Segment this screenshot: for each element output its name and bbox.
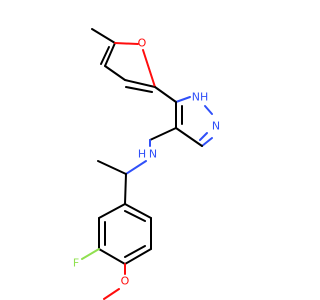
bond-pyrazole-c3-c4 (175, 127, 203, 147)
bond-benzene-c1-c2 (98, 203, 126, 219)
bond-benzene-c6-c1-double (124, 210, 146, 222)
bond-furan-o-c2 (142, 49, 156, 88)
bond-aryl-f (81, 248, 100, 260)
bond-methyl-furan (91, 28, 116, 44)
atom-methoxy-oxygen: O (121, 275, 130, 288)
bond-pyrazole-c5-nh (175, 96, 191, 103)
bond-ch-aryl (124, 173, 127, 205)
bond-pyrazole-ch2 (149, 127, 177, 141)
bond-ch-methyl (97, 160, 127, 175)
bond-furan-c5-c4-double (100, 46, 110, 65)
bond-furan-c4-c3 (104, 65, 126, 81)
bond-pyrazole-n-c3 (201, 137, 213, 147)
bond-o-methyl (103, 288, 120, 300)
bond-furan-c5-c4 (104, 42, 116, 67)
bond-furan-c3-c2 (124, 79, 156, 88)
atom-furan-oxygen: O (138, 37, 147, 50)
atom-amine-nitrogen: N (149, 148, 157, 161)
bond-benzene-c6-c1 (124, 203, 152, 219)
bond-pyrazole-n-c3-double (199, 132, 208, 141)
atom-fluorine: F (73, 257, 79, 270)
bond-furan-c5-o (114, 42, 139, 45)
bond-pyrazole-nh-n (204, 105, 213, 115)
bond-furan-pyrazole (154, 86, 177, 103)
molecule-structure: O NH N N H F O (73, 28, 220, 300)
atom-pyrazole-nh: NH (192, 91, 209, 104)
atom-pyrazole-nitrogen: N (212, 120, 220, 133)
bond-furan-c3-c2-double (125, 86, 153, 93)
bond-n-ch (125, 160, 147, 175)
atom-amine-hydrogen: H (138, 148, 146, 161)
bond-benzene-c4-c5 (124, 248, 152, 265)
bond-benzene-c4-c5-double (124, 245, 146, 258)
bond-benzene-c3-c4 (98, 248, 126, 265)
